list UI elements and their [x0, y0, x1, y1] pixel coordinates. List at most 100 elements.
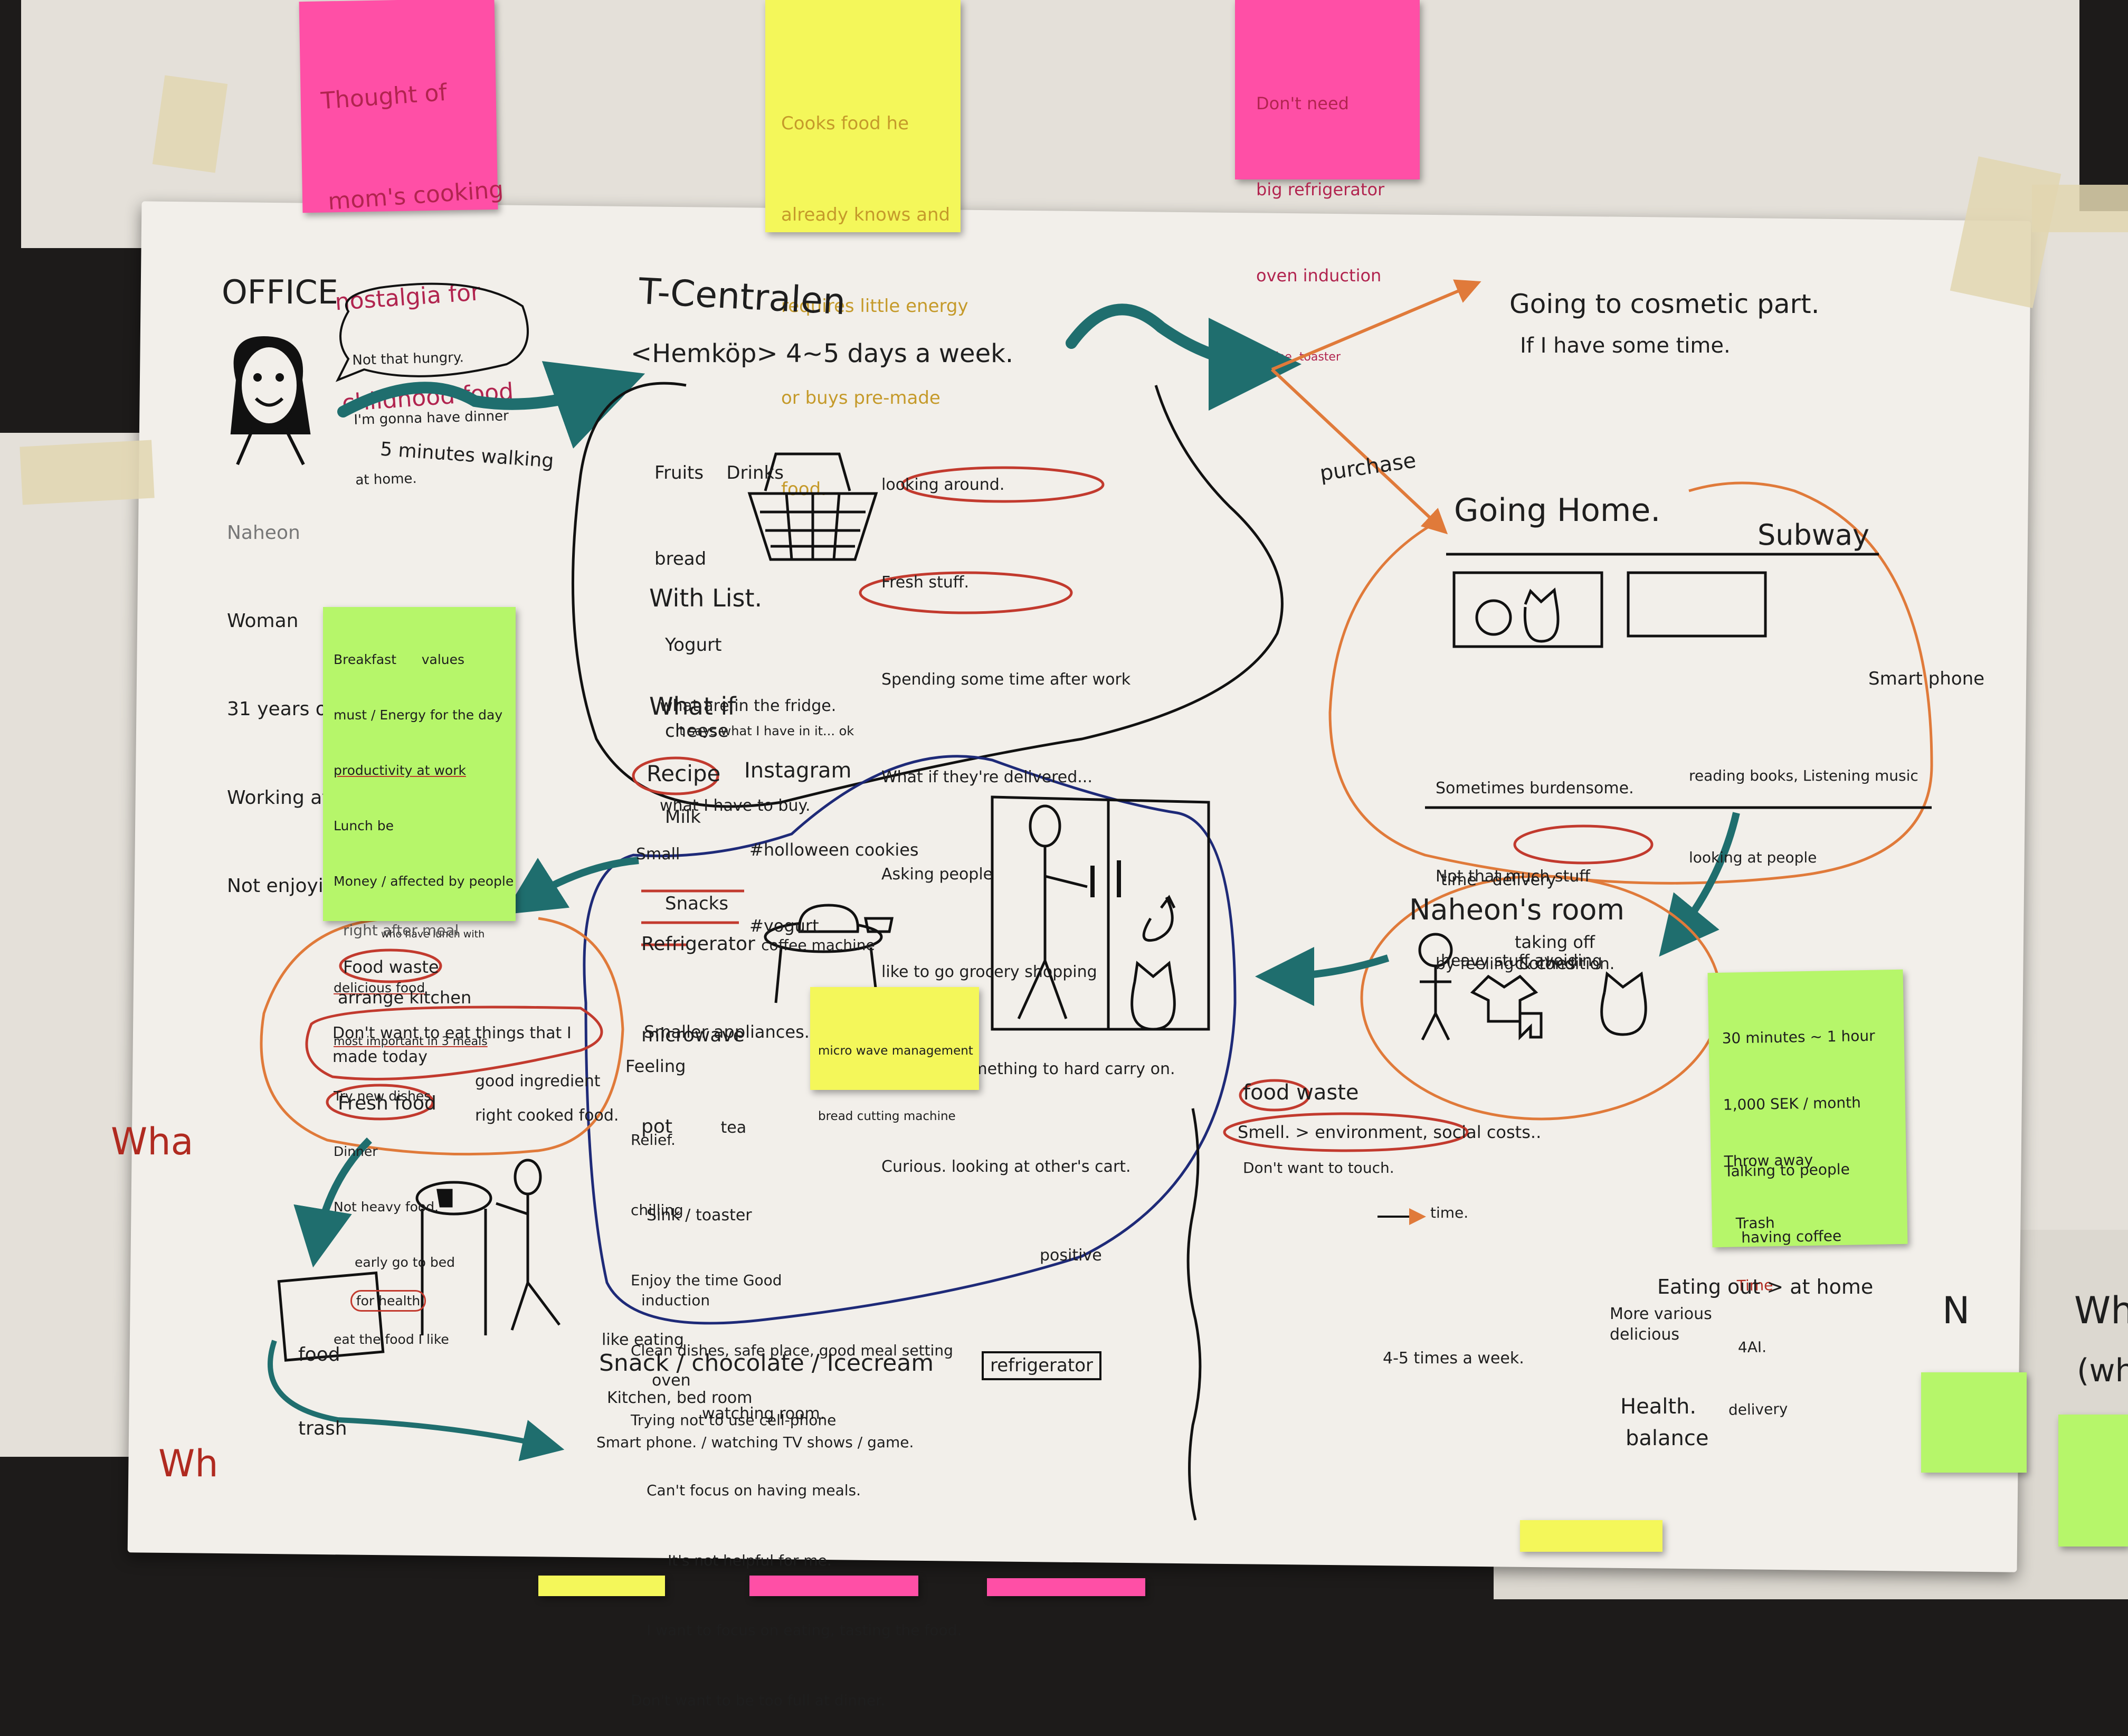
top-sticky-pink-left: Thought of mom's cooking nostalgia for c…	[299, 0, 515, 417]
what-if-note: It says what I have in it... ok	[676, 724, 854, 738]
edge-sticky-right-2	[2058, 1415, 2128, 1547]
list-note: what are in the fridge.	[660, 697, 837, 715]
taking-off-label: taking off clothes	[1515, 932, 1595, 973]
sticky-line: mom's cooking	[327, 176, 505, 215]
store-item: Milk	[665, 807, 701, 828]
right-food-waste: food waste	[1243, 1080, 1359, 1105]
home-note: by feeling & condition.	[1436, 955, 1615, 973]
what-if: What if	[649, 692, 736, 720]
kitchen-item: tea	[720, 1118, 747, 1137]
room-sticky-line: delivery	[1728, 1400, 1788, 1419]
sticky-line: requires little energy	[781, 296, 968, 317]
store-item: bread	[654, 548, 707, 570]
sticky-line: Cooks food he	[781, 112, 909, 134]
smartphone-bottom: Smart phone. / watching TV shows / game.	[596, 1434, 914, 1451]
food-waste-label: Food waste	[343, 957, 439, 977]
kitchen-item: Sink / toaster	[647, 1206, 752, 1225]
trash-box-label: food trash	[298, 1293, 347, 1466]
speech-line: Not that hungry.	[352, 349, 464, 369]
store-note: Curious. looking at other's cart.	[881, 1157, 1131, 1176]
instagram-tags: #holloween cookies #yogurt	[749, 786, 919, 964]
values-line: most important in 3 meals	[334, 1035, 488, 1048]
persona-line: Woman	[227, 610, 299, 632]
values-line: eat the food I like	[334, 1332, 449, 1348]
sticky-line: already knows and	[781, 204, 951, 225]
values-line: delicious food	[334, 980, 425, 995]
kitchen-item: oven	[652, 1371, 691, 1390]
values-line: for health	[350, 1290, 426, 1312]
top-sticky-yellow-center: Cooks food he already knows and requires…	[765, 0, 968, 500]
kitchen-small: Small	[636, 845, 680, 864]
kitchen-item: coffee machine	[761, 936, 875, 954]
right-time: time.	[1430, 1204, 1469, 1221]
like-eating: like eating	[602, 1331, 684, 1349]
with-list: With List.	[649, 584, 763, 612]
room-title: Naheon's room	[1409, 893, 1625, 926]
edge-sticky-bottom	[1520, 1520, 1662, 1552]
home-note: reading books, Listening music	[1689, 766, 1918, 784]
values-line: must / Energy for the day	[334, 707, 503, 723]
kitchen-sticky-line: bread cutting machine	[818, 1109, 956, 1123]
right-health: Health.	[1620, 1395, 1697, 1419]
top-sticky-pink-right: Don't need big refrigerator oven inducti…	[1235, 0, 1420, 364]
kitchen-item: induction	[641, 1291, 710, 1309]
values-line: Lunch be	[334, 818, 394, 833]
edge-text-right-1: N	[1942, 1289, 1970, 1332]
smaller-appliances: Smaller appliances.	[644, 1022, 810, 1042]
store-item: Snacks	[665, 893, 729, 914]
store-item: Yogurt	[665, 634, 722, 656]
store-note: Asking people	[881, 865, 993, 884]
kitchen-item: pot	[641, 1115, 672, 1137]
refrigerator-box: refrigerator	[982, 1351, 1101, 1380]
store-item: cheese	[665, 720, 729, 742]
snack-line: Snack / chocolate / Icecream	[599, 1350, 934, 1377]
right-cooked: right cooked food.	[475, 1106, 619, 1125]
subway-label: Subway	[1758, 518, 1869, 552]
cut-text: right after meal	[343, 922, 459, 939]
values-line: Dinner	[334, 1144, 378, 1160]
values-line: early go to bed	[355, 1255, 455, 1270]
store-note: looking around.	[881, 476, 1005, 494]
store-note: What if they're delivered...	[881, 767, 1092, 786]
sticky-line: Don't need	[1256, 93, 1349, 113]
store-note: Spending some time after work	[881, 670, 1131, 689]
edge-text-left-1: Wha	[111, 1120, 194, 1163]
home-note: Sometimes burdensome.	[1436, 779, 1634, 798]
values-line: Breakfast values	[334, 652, 465, 667]
store-items: Fruits Drinks bread Yogurt cheese Milk S…	[654, 401, 784, 946]
recipe-label: Recipe	[647, 761, 721, 786]
room-sticky-line: 30 minutes ~ 1 hour	[1722, 1027, 1875, 1047]
office-title: OFFICE	[222, 273, 338, 311]
home-note: Not that much stuff	[1436, 867, 1590, 886]
instagram-label: Instagram	[744, 758, 852, 783]
speech-line: I'm gonna have dinner	[354, 408, 509, 429]
fresh-food: Fresh food	[338, 1093, 436, 1114]
edge-sticky-right-1	[1921, 1372, 2027, 1473]
edge-text-right-2: Wh	[2074, 1289, 2128, 1332]
good-ingredient: good ingredient	[475, 1072, 601, 1090]
values-line: Not heavy food.	[334, 1199, 439, 1215]
persona-name: Naheon	[227, 521, 300, 544]
tag: #yogurt	[749, 916, 819, 936]
feeling-note: Clean dishes, safe place, good meal sett…	[631, 1341, 953, 1359]
store-item: Fruits	[654, 462, 704, 483]
feeling-note: Relief.	[631, 1131, 676, 1149]
trash-word: food	[298, 1343, 340, 1365]
right-balance: balance	[1626, 1426, 1709, 1450]
right-eating-out: Eating out > at home	[1657, 1275, 1874, 1298]
dont-want-note: Don't want to eat things that I made tod…	[332, 1024, 572, 1066]
list-notes: what are in the fridge. what I have to b…	[660, 623, 836, 856]
kitchen-sticky-line: micro wave management	[818, 1044, 973, 1058]
trash-word: trash	[298, 1417, 347, 1439]
store-item: Drinks	[726, 462, 784, 483]
values-line: Money / affected by people	[334, 874, 514, 889]
going-home-title: Going Home.	[1454, 492, 1661, 529]
kitchen-item: microwave	[641, 1024, 745, 1046]
store-item-row: Fruits Drinks	[654, 459, 784, 487]
feeling-note: It's not helpful for me.	[668, 1551, 832, 1569]
edge-text-left-2: Wh	[158, 1442, 218, 1485]
edge-sticky-bottom-left	[538, 1576, 665, 1596]
tape-left	[20, 440, 155, 505]
values-line: Try new dishes	[334, 1088, 431, 1104]
feeling-note: chilling	[631, 1201, 683, 1219]
